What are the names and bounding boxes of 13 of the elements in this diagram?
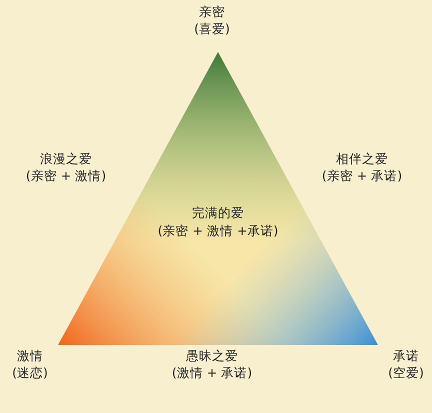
vertex-label: (迷恋) xyxy=(12,366,48,380)
vertex-label: 亲密 xyxy=(199,6,225,18)
vertex-label: (空爱) xyxy=(388,366,424,380)
vertex-label: 浪漫之爱 xyxy=(40,152,92,166)
vertex-label: (亲密 + 激情) xyxy=(26,170,106,182)
vertex-label: 承诺 xyxy=(393,350,419,362)
heading: 完满的爱 xyxy=(192,206,244,220)
vertex-label: 相伴之爱 xyxy=(336,152,388,166)
vertex-label: 激情 xyxy=(17,350,43,362)
vertex-label: (喜爱) xyxy=(194,22,230,36)
vertex-label: (亲密 + 承诺) xyxy=(322,170,402,182)
vertex-label: (激情 + 承诺) xyxy=(172,366,252,380)
subtitle: (亲密 + 激情 +承诺) xyxy=(158,224,278,238)
